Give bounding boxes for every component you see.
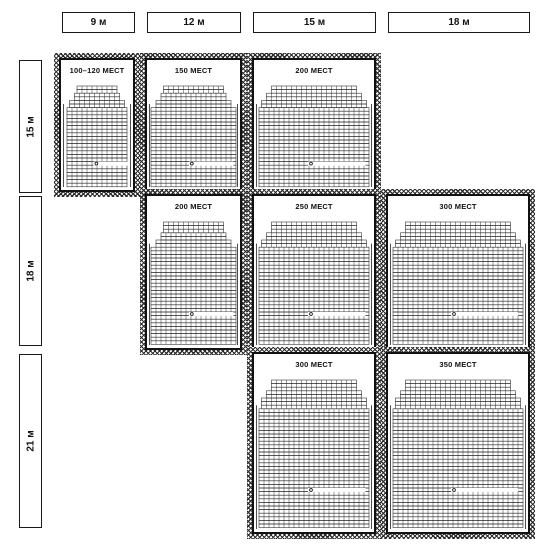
seat-rows bbox=[392, 379, 524, 528]
seating-plan bbox=[256, 379, 372, 529]
hall-cell: 200 МЕСТ bbox=[247, 53, 381, 197]
hall-floorplan: 150 МЕСТ bbox=[145, 58, 242, 192]
aisle bbox=[188, 161, 234, 166]
seat-rows bbox=[66, 85, 128, 188]
aisle bbox=[188, 312, 234, 316]
seat-capacity-label: 300 МЕСТ bbox=[439, 202, 477, 211]
row-header-1: 15 м bbox=[19, 60, 42, 193]
hall-cell: 150 МЕСТ bbox=[140, 53, 247, 197]
aisle bbox=[451, 312, 519, 316]
entrance-marker bbox=[309, 161, 313, 166]
seat-rows bbox=[392, 221, 524, 345]
aisle bbox=[451, 488, 519, 492]
column-header-2: 12 м bbox=[147, 12, 241, 33]
seating-plan bbox=[390, 221, 526, 345]
hall-cell: 300 МЕСТ bbox=[247, 347, 381, 539]
seating-plan bbox=[390, 379, 526, 529]
row-header-3: 21 м bbox=[19, 354, 42, 528]
hall-floorplan: 200 МЕСТ bbox=[145, 194, 242, 350]
hall-cell: 200 МЕСТ bbox=[140, 189, 247, 355]
seat-rows bbox=[258, 85, 370, 188]
hall-cell: 350 МЕСТ bbox=[381, 347, 535, 539]
row-header-label: 15 м bbox=[25, 115, 36, 138]
seating-plan bbox=[63, 85, 131, 188]
seat-rows bbox=[258, 379, 370, 528]
hall-cell: 300 МЕСТ bbox=[381, 189, 535, 355]
hall-floorplan: 100–120 МЕСТ bbox=[59, 58, 135, 192]
seating-plan bbox=[256, 85, 372, 188]
hall-cell: 100–120 МЕСТ bbox=[54, 53, 140, 197]
seat-rows bbox=[258, 221, 370, 345]
seating-plan bbox=[256, 221, 372, 345]
hall-floorplan: 350 МЕСТ bbox=[386, 352, 530, 534]
entrance-marker bbox=[452, 312, 456, 316]
seat-capacity-label: 200 МЕСТ bbox=[174, 202, 213, 211]
seat-capacity-label: 150 МЕСТ bbox=[174, 66, 213, 75]
aisle bbox=[308, 312, 366, 316]
seat-capacity-label: 300 МЕСТ bbox=[295, 360, 333, 369]
aisle bbox=[308, 488, 366, 492]
hall-floorplan: 200 МЕСТ bbox=[252, 58, 376, 192]
seat-capacity-label: 350 МЕСТ bbox=[439, 360, 477, 369]
seating-plan bbox=[149, 85, 238, 188]
aisle bbox=[93, 161, 128, 166]
hall-cell: 250 МЕСТ bbox=[247, 189, 381, 355]
hall-floorplan: 300 МЕСТ bbox=[386, 194, 530, 350]
entrance-marker bbox=[190, 312, 194, 316]
row-header-label: 21 м bbox=[25, 430, 36, 452]
entrance-marker bbox=[94, 161, 99, 166]
column-header-1: 9 м bbox=[62, 12, 135, 33]
seat-rows bbox=[150, 221, 237, 345]
column-header-3: 15 м bbox=[253, 12, 376, 33]
seat-rows bbox=[150, 85, 237, 188]
hall-floorplan: 300 МЕСТ bbox=[252, 352, 376, 534]
aisle bbox=[308, 161, 366, 166]
seat-capacity-label: 200 МЕСТ bbox=[295, 66, 333, 75]
entrance-marker bbox=[190, 161, 194, 166]
seat-capacity-label: 250 МЕСТ bbox=[295, 202, 333, 211]
entrance-marker bbox=[452, 488, 456, 492]
row-header-label: 18 м bbox=[25, 260, 36, 282]
column-header-4: 18 м bbox=[388, 12, 530, 33]
entrance-marker bbox=[309, 488, 313, 492]
seat-capacity-label: 100–120 МЕСТ bbox=[69, 66, 125, 75]
row-header-2: 18 м bbox=[19, 196, 42, 346]
hall-floorplan: 250 МЕСТ bbox=[252, 194, 376, 350]
seating-plan bbox=[149, 221, 238, 345]
entrance-marker bbox=[309, 312, 313, 316]
